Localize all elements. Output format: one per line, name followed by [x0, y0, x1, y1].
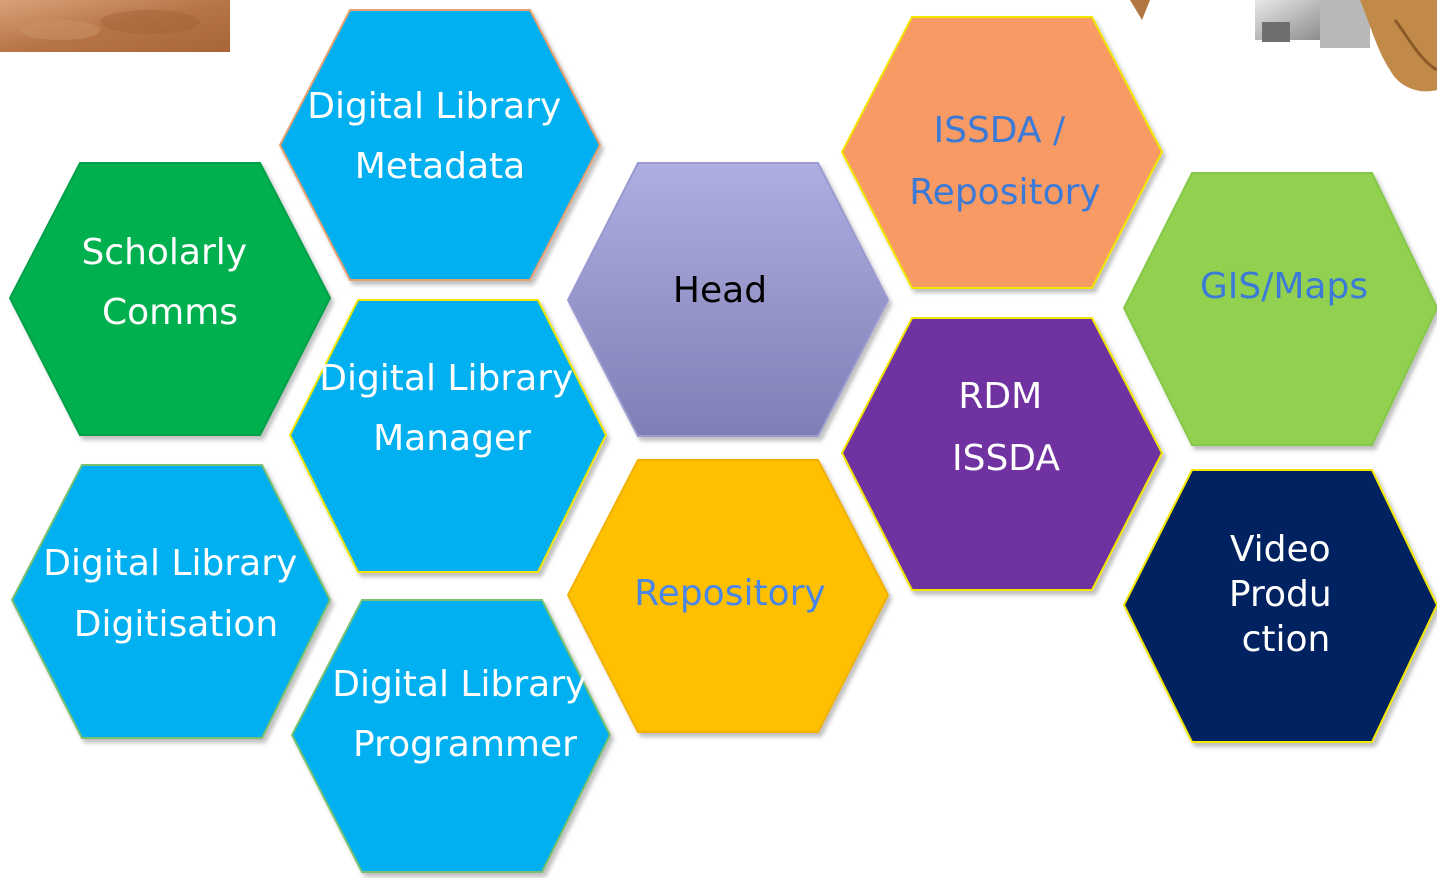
hex-label-line: Digital Library	[307, 86, 561, 127]
hex-label-line: Repository	[909, 172, 1100, 213]
hex-head: Head	[566, 162, 890, 437]
hex-shape	[290, 599, 612, 873]
hex-label-line: RDM	[958, 376, 1042, 417]
hex-issda-repository: ISSDA / Repository	[840, 16, 1164, 289]
hex-repository: Repository	[566, 459, 890, 733]
hex-shape	[278, 9, 602, 281]
hex-label-line: Produ	[1229, 574, 1332, 615]
hex-label-line: Digitisation	[74, 604, 278, 645]
hex-label-line: Digital Library	[332, 664, 586, 705]
hex-shape	[840, 317, 1164, 591]
hex-label-line: Repository	[634, 573, 825, 614]
hex-rdm-issda: RDM ISSDA	[840, 317, 1164, 591]
hex-shape	[566, 162, 890, 437]
svg-text:Digital Library Metadata: Digital Library Metadata	[307, 86, 573, 187]
hex-label-line: Metadata	[355, 146, 525, 187]
photo-fragment-icon	[0, 0, 230, 52]
svg-text:GIS/Maps: GIS/Maps	[1200, 266, 1368, 307]
hex-metadata: Digital Library Metadata	[278, 9, 602, 281]
svg-text:Video Produ ction: Video Produ ction	[1229, 529, 1343, 660]
hex-manager: Digital Library Manager	[288, 299, 608, 573]
hex-label-line: Manager	[373, 418, 531, 459]
hex-label-line: Programmer	[353, 724, 577, 765]
hex-label-line: GIS/Maps	[1200, 266, 1368, 307]
hex-shape	[1122, 172, 1437, 446]
svg-text:ISSDA / Repository: ISSDA / Repository	[909, 110, 1100, 213]
svg-text:Digital Library Manager: Digital Library Manager	[319, 358, 585, 459]
hex-scholarly-comms: Scholarly Comms	[8, 162, 332, 436]
svg-text:RDM ISSDA: RDM ISSDA	[952, 376, 1060, 479]
svg-text:Digital Library Programm: Digital Library Programmer	[332, 664, 598, 765]
hex-label-line: Digital Library	[319, 358, 573, 399]
hex-programmer: Digital Library Programmer	[290, 599, 612, 873]
hex-shape	[840, 16, 1164, 289]
figure-with-blocks-icon	[1130, 0, 1437, 92]
hex-shape	[8, 162, 332, 436]
hex-shape	[566, 459, 890, 733]
hex-shape	[10, 464, 332, 739]
hex-shape	[288, 299, 608, 573]
hex-label-line: ISSDA /	[933, 110, 1065, 151]
hex-label-line: ISSDA	[952, 438, 1060, 479]
svg-text:Scholarly Comms: Scholarly Comms	[81, 232, 258, 333]
hex-label-line: Scholarly	[81, 232, 247, 273]
hex-label-line: Head	[673, 270, 767, 311]
svg-text:Head: Head	[673, 270, 767, 311]
hex-shape	[1122, 469, 1437, 743]
svg-text:Repository: Repository	[634, 573, 825, 614]
hex-label-line: Digital Library	[43, 543, 297, 584]
hex-label-line: Comms	[102, 292, 238, 333]
hex-video-production: Video Produ ction	[1122, 469, 1437, 743]
hex-gis-maps: GIS/Maps	[1122, 172, 1437, 446]
svg-text:Digital Library Digitisa: Digital Library Digitisation	[43, 543, 309, 645]
hex-label-line: ction	[1242, 619, 1331, 660]
hex-label-line: Video	[1230, 529, 1331, 570]
hex-digitisation: Digital Library Digitisation	[10, 464, 332, 739]
